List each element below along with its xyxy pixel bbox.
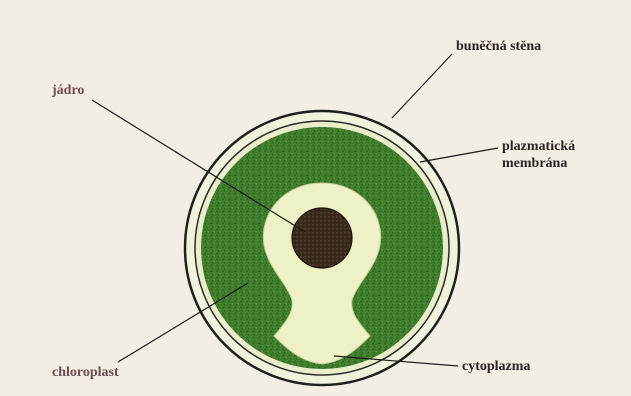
label-plasma-membrane-line2: membrána: [502, 155, 575, 172]
label-cytoplasm: cytoplazma: [462, 358, 530, 375]
label-chloroplast: chloroplast: [52, 364, 119, 381]
leader-cell-wall: [392, 54, 452, 118]
label-plasma-membrane-line1: plazmatická: [502, 138, 575, 155]
leader-plasma-membrane: [420, 148, 498, 162]
label-cell-wall: buněčná stěna: [456, 38, 541, 55]
label-plasma-membrane: plazmatická membrána: [502, 138, 575, 172]
nucleus: [292, 208, 352, 268]
label-nucleus: jádro: [52, 82, 84, 99]
